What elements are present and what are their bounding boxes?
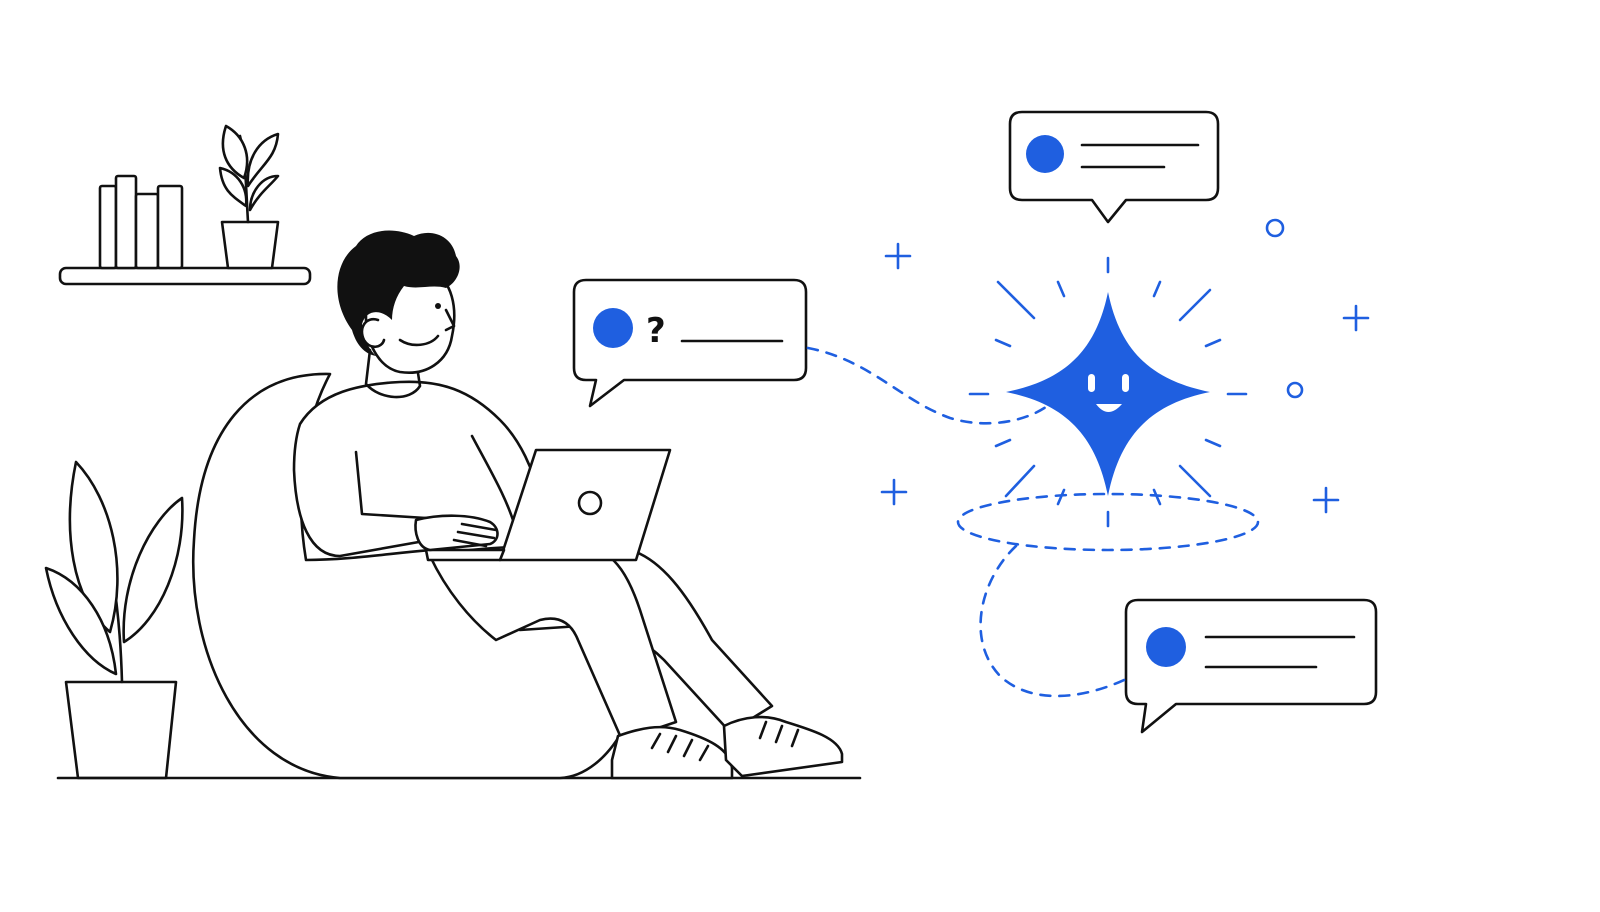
- person-nose: [444, 308, 456, 332]
- person-shoe-left: [610, 725, 734, 780]
- avatar-dot-icon: [593, 308, 633, 348]
- leaf: [246, 132, 280, 188]
- books: [98, 174, 184, 270]
- shelf-board: [58, 266, 312, 286]
- book: [134, 192, 160, 270]
- person-smile: [398, 334, 440, 347]
- plus-sparkle-icon: [880, 478, 908, 506]
- book: [98, 184, 118, 270]
- answer-bubble-top: [1008, 110, 1220, 224]
- plus-sparkle-icon: [1312, 486, 1340, 514]
- floor-plant-pot: [64, 680, 178, 780]
- floor-plant: [44, 460, 184, 780]
- dashed-connector-question: [806, 346, 1052, 425]
- person-hair: [337, 230, 460, 356]
- dashed-connector-answer: [979, 544, 1126, 698]
- question-bubble-frame: [572, 278, 808, 408]
- ring-sparkle-icon: [1286, 381, 1304, 399]
- avatar-dot-icon: [1026, 135, 1064, 173]
- shelf-plant: [218, 124, 280, 270]
- plus-sparkle-icon: [884, 242, 912, 270]
- question-bubble: ?: [572, 278, 808, 408]
- shoe-laces: [650, 732, 710, 762]
- decorative-sparkles: [880, 218, 1370, 514]
- person-ear: [360, 317, 386, 349]
- laptop-logo: [577, 490, 603, 516]
- person-neck: [364, 348, 422, 399]
- leaf: [218, 166, 248, 208]
- sparkle-rays: [968, 256, 1248, 528]
- leaf: [248, 174, 280, 212]
- person-shoe-right: [722, 715, 844, 778]
- leaf: [44, 566, 118, 676]
- plus-sparkle-icon: [1342, 304, 1370, 332]
- leaf: [122, 496, 184, 644]
- person-fingers: [452, 522, 498, 548]
- dashed-orbit-ring: [956, 492, 1260, 552]
- sparkle-eye: [1088, 374, 1095, 392]
- book: [114, 174, 138, 270]
- answer-bubble-bottom: [1124, 598, 1378, 734]
- laptop-base: [424, 548, 506, 562]
- shoe-laces: [758, 720, 800, 748]
- wall-shelf: [58, 124, 312, 286]
- person-arm: [354, 450, 428, 520]
- person: [292, 230, 844, 780]
- sparkle-assistant-icon: [1006, 292, 1210, 496]
- question-mark: ?: [646, 311, 666, 351]
- person-eye: [435, 303, 441, 309]
- sparkle-smile: [1096, 404, 1122, 412]
- avatar-dot-icon: [1146, 627, 1186, 667]
- leaf: [221, 124, 249, 180]
- sparkle-assistant: [968, 256, 1248, 528]
- person-hand: [414, 514, 499, 552]
- sparkle-eye: [1122, 374, 1129, 392]
- ring-sparkle-icon: [1265, 218, 1285, 238]
- shelf-plant-pot: [220, 220, 280, 270]
- book: [156, 184, 184, 270]
